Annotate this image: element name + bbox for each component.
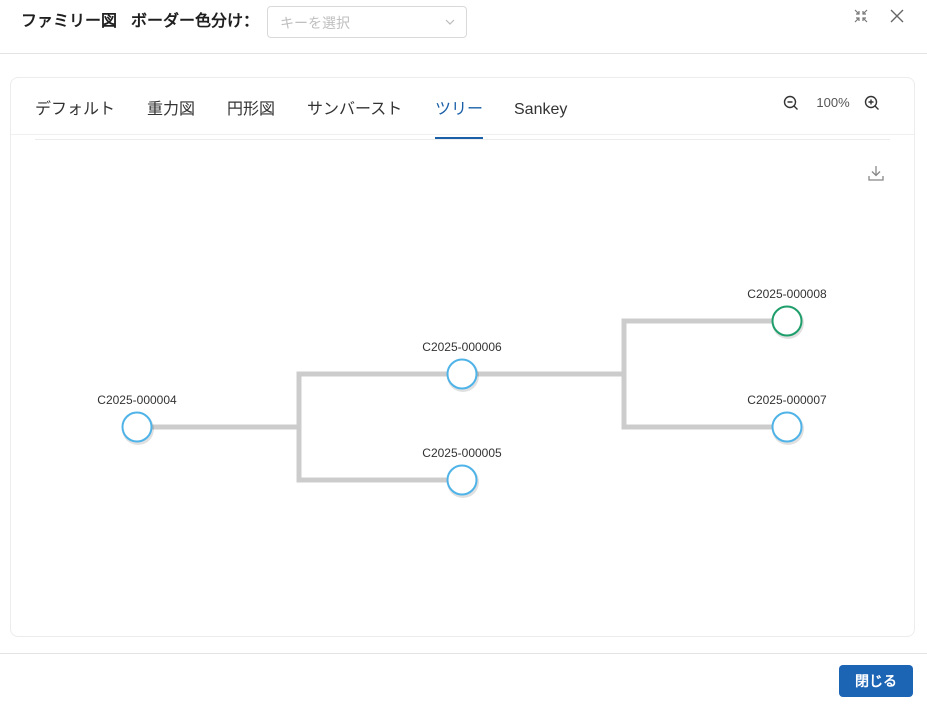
node-circle[interactable] bbox=[446, 464, 478, 496]
select-placeholder: キーを選択 bbox=[280, 15, 350, 31]
close-icon[interactable] bbox=[889, 8, 905, 24]
tree-link bbox=[462, 371, 787, 430]
dialog-footer: 閉じる bbox=[0, 653, 927, 704]
tab-circle[interactable]: 円形図 bbox=[227, 101, 276, 118]
tree-node[interactable]: C2025-000004 bbox=[97, 393, 177, 445]
zoom-out-icon[interactable] bbox=[783, 95, 799, 111]
tree-node[interactable]: C2025-000006 bbox=[422, 340, 502, 392]
view-tabs: デフォルト 重力図 円形図 サンバースト ツリー Sankey 100% bbox=[11, 78, 914, 135]
close-button[interactable]: 閉じる bbox=[839, 665, 913, 697]
node-label: C2025-000008 bbox=[747, 287, 827, 301]
zoom-level: 100% bbox=[816, 95, 850, 110]
node-label: C2025-000005 bbox=[422, 446, 502, 460]
node-label: C2025-000006 bbox=[422, 340, 502, 354]
node-label: C2025-000007 bbox=[747, 393, 827, 407]
tab-default[interactable]: デフォルト bbox=[35, 101, 116, 118]
node-circle[interactable] bbox=[121, 411, 153, 443]
node-label: C2025-000004 bbox=[97, 393, 177, 407]
tab-sunburst[interactable]: サンバースト bbox=[307, 101, 403, 118]
dialog-header: ファミリー図 ボーダー色分け： キーを選択 bbox=[0, 0, 927, 54]
node-circle[interactable] bbox=[771, 411, 803, 443]
tree-link bbox=[462, 318, 787, 377]
tree-link bbox=[137, 371, 462, 430]
tree-link bbox=[137, 424, 462, 483]
border-color-label: ボーダー色分け： bbox=[131, 13, 260, 30]
node-circle[interactable] bbox=[771, 305, 803, 337]
tab-sankey[interactable]: Sankey bbox=[514, 101, 568, 118]
chevron-down-icon bbox=[445, 19, 455, 25]
divider bbox=[35, 139, 890, 140]
zoom-in-icon[interactable] bbox=[864, 95, 880, 111]
download-icon[interactable] bbox=[867, 164, 885, 182]
tab-gravity[interactable]: 重力図 bbox=[147, 101, 196, 118]
tree-node[interactable]: C2025-000007 bbox=[747, 393, 827, 445]
tree-node[interactable]: C2025-000005 bbox=[422, 446, 502, 498]
tab-tree[interactable]: ツリー bbox=[435, 101, 484, 118]
diagram-panel: デフォルト 重力図 円形図 サンバースト ツリー Sankey 100% C20… bbox=[10, 77, 915, 637]
tree-node[interactable]: C2025-000008 bbox=[747, 287, 827, 339]
border-key-select[interactable]: キーを選択 bbox=[267, 6, 467, 38]
fullscreen-icon[interactable] bbox=[853, 8, 869, 24]
dialog-title: ファミリー図 bbox=[21, 13, 118, 30]
node-circle[interactable] bbox=[446, 358, 478, 390]
active-tab-indicator bbox=[435, 137, 483, 139]
